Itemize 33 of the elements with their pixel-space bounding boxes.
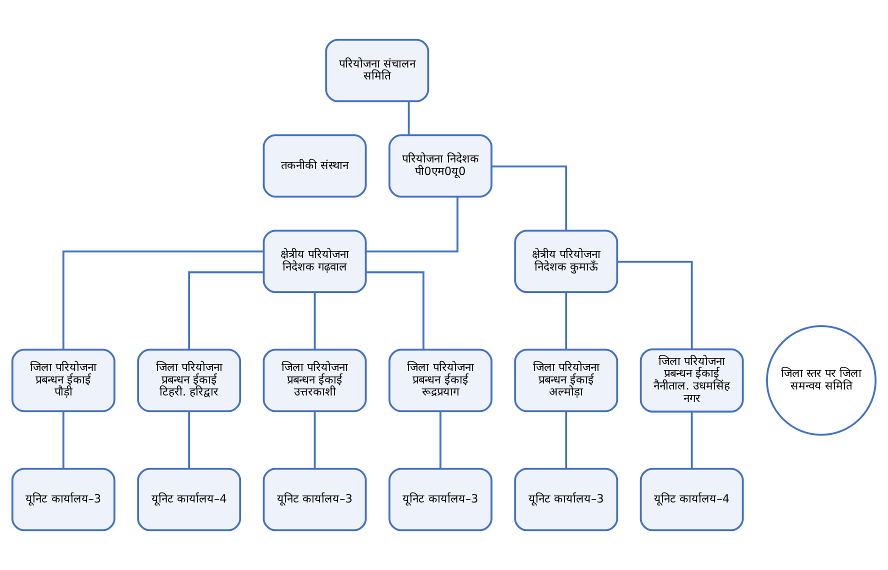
node-box: यूनिट कार्यालय–3 xyxy=(262,468,367,532)
connector xyxy=(366,196,458,252)
node-box: यूनिट कार्यालय–4 xyxy=(137,468,242,532)
connector xyxy=(314,411,316,469)
connector xyxy=(188,271,264,350)
connector xyxy=(366,271,424,350)
node-box: यूनिट कार्यालय–4 xyxy=(640,468,744,532)
connector xyxy=(565,292,568,350)
connector xyxy=(690,412,693,468)
connector xyxy=(62,250,264,350)
node-box: परियोजना निदेशक पी0एम0यू0 xyxy=(388,134,492,198)
node-box: जिला परियोजना प्रबन्धन ईकाई रूद्रप्रयाग xyxy=(388,348,492,412)
node-box: जिला परियोजना प्रबन्धन ईकाई पौड़ी xyxy=(11,348,116,412)
node-box: जिला परियोजना प्रबन्धन ईकाई अल्मोड़ा xyxy=(514,348,618,412)
node-box: परियोजना संचालन समिति xyxy=(325,38,430,102)
connector xyxy=(314,292,316,350)
node-box: क्षेत्रीय परियोजना निदेशक गढ़वाल xyxy=(262,230,367,294)
connector xyxy=(617,260,693,349)
node-box: जिला परियोजना प्रबन्धन ईकाई टिहरी. हरिद्वार xyxy=(137,348,242,412)
connector xyxy=(408,101,410,135)
connector xyxy=(188,411,190,469)
connector xyxy=(440,411,442,469)
node-box: क्षेत्रीय परियोजना निदेशक कुमाऊँ xyxy=(514,230,618,294)
connector xyxy=(565,411,568,469)
node-box: जिला परियोजना प्रबन्धन ईकाई नैनीताल. उधमसिंह नगर xyxy=(640,348,744,413)
node-circle: जिला स्तर पर जिला समन्वय समिति xyxy=(766,325,877,436)
connector xyxy=(492,165,568,231)
node-box: यूनिट कार्यालय–3 xyxy=(11,468,116,532)
connector xyxy=(62,411,64,469)
node-box: यूनिट कार्यालय–3 xyxy=(388,468,492,532)
node-box: तकनीकी संस्थान xyxy=(262,134,367,198)
node-box: जिला परियोजना प्रबन्धन ईकाई उत्तरकाशी xyxy=(262,348,367,412)
node-box: यूनिट कार्यालय–3 xyxy=(514,468,618,532)
